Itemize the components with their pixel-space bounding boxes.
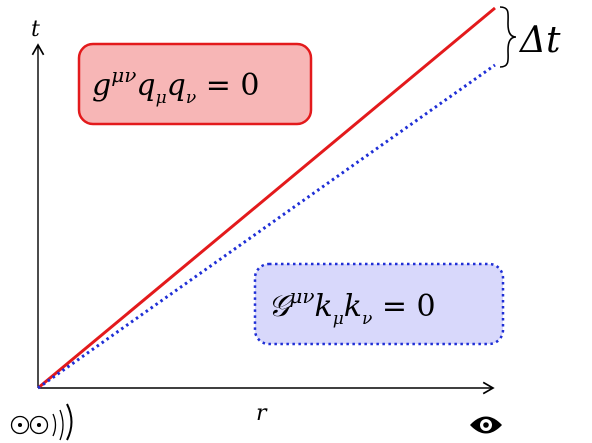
top-equation-base: g bbox=[92, 68, 111, 103]
delta-brace bbox=[499, 6, 517, 68]
horizontal-axis-label: r bbox=[256, 401, 268, 426]
brace-label: Δt bbox=[518, 20, 561, 61]
top-equation: gμνqμqν = 0 bbox=[92, 63, 260, 108]
bottom-equation-sub1: μ bbox=[333, 309, 344, 329]
top-equation-rhs: = 0 bbox=[196, 68, 259, 103]
source-emitter-icon bbox=[10, 403, 73, 441]
top-equation-sub2: ν bbox=[186, 88, 196, 108]
bottom-equation-sub2: ν bbox=[362, 309, 372, 329]
bottom-equation-term2: k bbox=[344, 289, 362, 324]
solid-light-line bbox=[37, 6, 496, 390]
top-equation-superscript: μν bbox=[111, 63, 136, 87]
eye-icon bbox=[470, 416, 502, 434]
bottom-equation-rhs: = 0 bbox=[372, 289, 435, 324]
top-equation-term2: q bbox=[167, 68, 186, 103]
bottom-equation-box bbox=[253, 262, 505, 346]
vertical-axis-label: t bbox=[31, 17, 40, 42]
top-equation-sub1: μ bbox=[156, 88, 167, 108]
top-equation-term1: q bbox=[136, 68, 155, 103]
bottom-equation-term1: k bbox=[315, 289, 333, 324]
top-equation-box bbox=[77, 42, 313, 126]
bottom-equation-superscript: μν bbox=[289, 284, 314, 308]
